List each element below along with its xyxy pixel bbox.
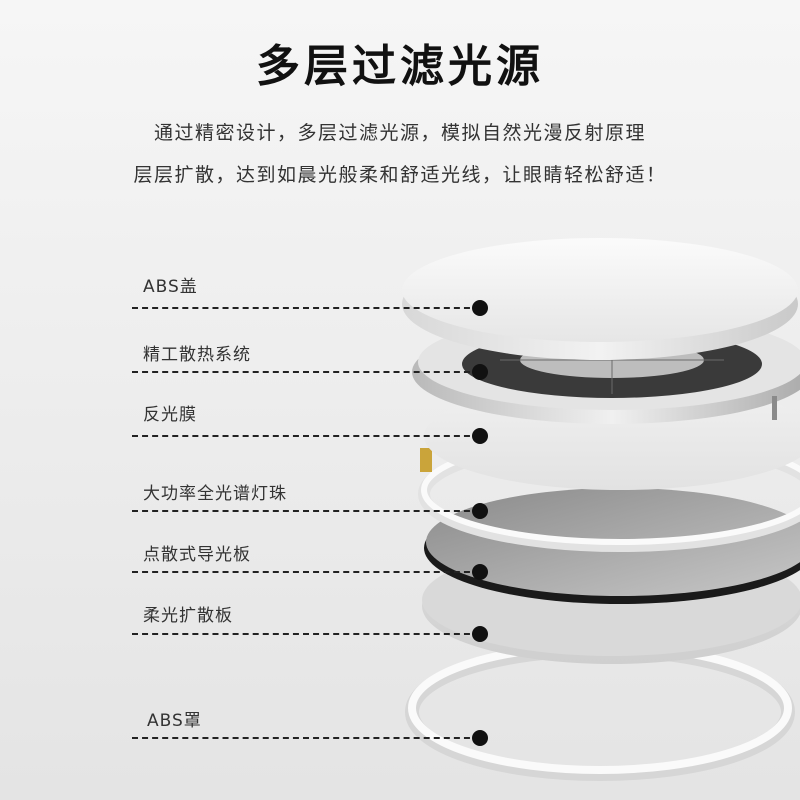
layer-label-light-guide: 点散式导光板	[143, 545, 251, 565]
marker-dot-led-beads	[472, 503, 488, 519]
leader-line-reflective-film	[132, 435, 480, 437]
leader-line-light-guide	[132, 571, 480, 573]
layer-label-abs-cover: ABS盖	[143, 277, 198, 297]
leader-line-abs-shade	[132, 737, 480, 739]
marker-dot-abs-shade	[472, 730, 488, 746]
abs-cover-disc	[402, 238, 798, 360]
marker-dot-reflective-film	[472, 428, 488, 444]
marker-dot-abs-cover	[472, 300, 488, 316]
description-line-1: 通过精密设计，多层过滤光源，模拟自然光漫反射原理	[153, 122, 646, 144]
leader-line-diffuser	[132, 633, 480, 635]
layer-label-diffuser: 柔光扩散板	[143, 606, 233, 626]
leader-line-heat-system	[132, 371, 480, 373]
marker-dot-diffuser	[472, 626, 488, 642]
marker-dot-heat-system	[472, 364, 488, 380]
description-line-2: 层层扩散，达到如晨光般柔和舒适光线，让眼睛轻松舒适！	[133, 164, 667, 186]
abs-shade-ring	[405, 642, 795, 781]
leader-line-led-beads	[132, 510, 480, 512]
marker-dot-light-guide	[472, 564, 488, 580]
page-title: 多层过滤光源	[256, 41, 544, 92]
layer-label-reflective-film: 反光膜	[143, 405, 197, 425]
layer-label-abs-shade: ABS罩	[147, 711, 202, 731]
layer-label-heat-system: 精工散热系统	[143, 345, 251, 365]
layer-label-led-beads: 大功率全光谱灯珠	[143, 484, 287, 504]
leader-line-abs-cover	[132, 307, 480, 309]
